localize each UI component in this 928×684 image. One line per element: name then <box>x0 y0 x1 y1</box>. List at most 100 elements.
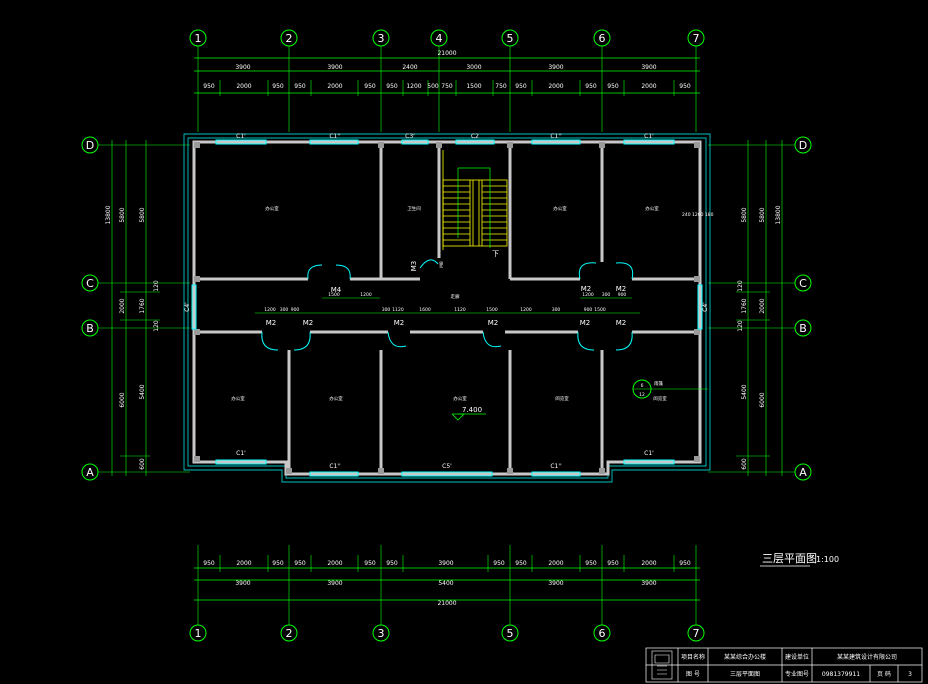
detail-ref-bottom: 12 <box>639 392 645 398</box>
room-label: 阅览室 <box>555 395 569 402</box>
inner-dimension: 600 <box>139 458 146 470</box>
outer-dimension: 6000 <box>119 392 126 407</box>
title-block <box>645 647 923 683</box>
detail-dimension: 1200 <box>406 83 421 90</box>
elevation-text: 7.400 <box>462 406 482 414</box>
top-dimensions <box>194 46 700 132</box>
inner-dimension: 5800 <box>741 207 748 222</box>
walls <box>192 140 702 476</box>
window-label: C1'' <box>329 463 341 470</box>
inner-dimension: 600 <box>741 458 748 470</box>
room-label: 阅览室 <box>653 395 667 402</box>
bay-dimension: 3900 <box>548 580 563 587</box>
corridor-dimension: 300 <box>602 292 611 298</box>
title-block-texts: 项目名称 某某综合办公楼 建设单位 某某建筑设计有限公司 图 号 三层平面图 专… <box>681 653 912 678</box>
columns <box>194 142 700 474</box>
axis-label: 2 <box>286 627 293 640</box>
small-dimension: 120 <box>737 320 744 332</box>
tb-project-value: 某某综合办公楼 <box>724 653 766 661</box>
tb-number-label: 专业图号 <box>785 670 809 678</box>
overall-dimension: 21000 <box>437 600 456 607</box>
bay-dimension: 2400 <box>402 64 417 71</box>
outer-dimension: 5800 <box>759 207 766 222</box>
room-labels: 办公室 卫生间 办公室 办公室 走廊 办公室 办公室 办公室 阅览室 阅览室 <box>231 205 667 402</box>
bay-dimension: 3900 <box>548 64 563 71</box>
door-label: M2 <box>488 319 499 327</box>
detail-dimension: 2000 <box>548 560 563 567</box>
room-label: 办公室 <box>645 205 659 212</box>
room-label: 卫生间 <box>407 205 421 212</box>
window-label: C4' <box>184 302 191 312</box>
door-label: M2 <box>303 319 314 327</box>
windows <box>191 139 703 477</box>
corridor-dimension: 1200 <box>264 307 276 313</box>
tb-owner-label: 建设单位 <box>785 653 809 661</box>
outer-dimension: 2000 <box>119 298 126 313</box>
drawing-title: 三层平面图 1:100 <box>760 552 839 567</box>
drawing-title-text: 三层平面图 <box>762 552 817 565</box>
bay-dimension: 3900 <box>327 64 342 71</box>
detail-reference: 6 12 雨篷 <box>632 379 708 399</box>
detail-dimension: 950 <box>272 83 284 90</box>
room-label: 办公室 <box>231 395 245 402</box>
detail-label: 雨篷 <box>654 380 663 387</box>
axis-label: B <box>799 322 807 335</box>
window-label: C4' <box>702 302 709 312</box>
axis-bubble-right-A: A <box>794 463 812 481</box>
detail-dimension: 950 <box>515 560 527 567</box>
window-label: C5' <box>442 463 452 470</box>
detail-dimension: 950 <box>679 560 691 567</box>
outer-dimension: 5800 <box>119 207 126 222</box>
total-dimension: 13800 <box>105 205 112 224</box>
detail-dimension: 950 <box>386 83 398 90</box>
stair <box>442 150 508 250</box>
detail-dimension: 950 <box>386 560 398 567</box>
axis-bubble-bottom-2: 2 <box>280 624 298 642</box>
window-label: C1'' <box>550 463 562 470</box>
detail-dimension: 950 <box>607 560 619 567</box>
left-dimension-texts: 13800 5800 2000 6000 5800 1760 5400 600 … <box>105 205 160 469</box>
detail-dimension: 2000 <box>327 560 342 567</box>
axis-bubble-left-D: D <box>81 136 99 154</box>
elevation-mark: 7.400 <box>451 406 486 421</box>
axis-bubble-top-2: 2 <box>280 29 298 47</box>
axis-label: 2 <box>286 32 293 45</box>
right-dimension-lines <box>708 140 795 476</box>
bay-dimension: 3900 <box>327 580 342 587</box>
detail-dimension: 2000 <box>236 560 251 567</box>
axis-bubble-right-B: B <box>794 319 812 337</box>
corridor-dimension: 1200 <box>582 292 594 298</box>
axis-bubble-top-6: 6 <box>593 29 611 47</box>
right-axis-bubbles: D C B A <box>794 136 812 481</box>
detail-dimension: 950 <box>515 83 527 90</box>
axis-label: 7 <box>693 627 700 640</box>
axis-bubble-top-3: 3 <box>372 29 390 47</box>
detail-dimension: 950 <box>585 560 597 567</box>
doors <box>261 259 634 351</box>
corridor-dimension: 1200 <box>520 307 532 313</box>
small-dimension: 120 <box>153 280 160 292</box>
corridor-dimension: 1600 <box>419 307 431 313</box>
corridor-dimension: 1500 <box>328 292 340 298</box>
axis-label: 5 <box>507 627 514 640</box>
axis-bubble-top-1: 1 <box>189 29 207 47</box>
overall-dimension: 21000 <box>437 50 456 57</box>
inner-dimension: 1760 <box>741 298 748 313</box>
detail-dimension: 950 <box>679 83 691 90</box>
corridor-dimension: 1200 <box>360 292 372 298</box>
detail-dimension: 500 <box>427 83 439 90</box>
window-label: C1' <box>236 133 246 140</box>
detail-dimension: 950 <box>203 560 215 567</box>
corridor-dimension: 1500 <box>594 307 606 313</box>
window-label: C3' <box>405 133 415 140</box>
axis-label: B <box>86 322 94 335</box>
outer-dimension: 6000 <box>759 392 766 407</box>
tb-owner-value: 某某建筑设计有限公司 <box>837 653 897 661</box>
window-label: C1' <box>644 133 654 140</box>
bay-dimension: 5400 <box>438 580 453 587</box>
axis-label: 3 <box>378 32 385 45</box>
tb-number-value: 0981379911 <box>822 671 860 678</box>
inner-dimension: 1760 <box>139 298 146 313</box>
window-label: C1' <box>236 450 246 457</box>
axis-bubble-bottom-6: 6 <box>593 624 611 642</box>
